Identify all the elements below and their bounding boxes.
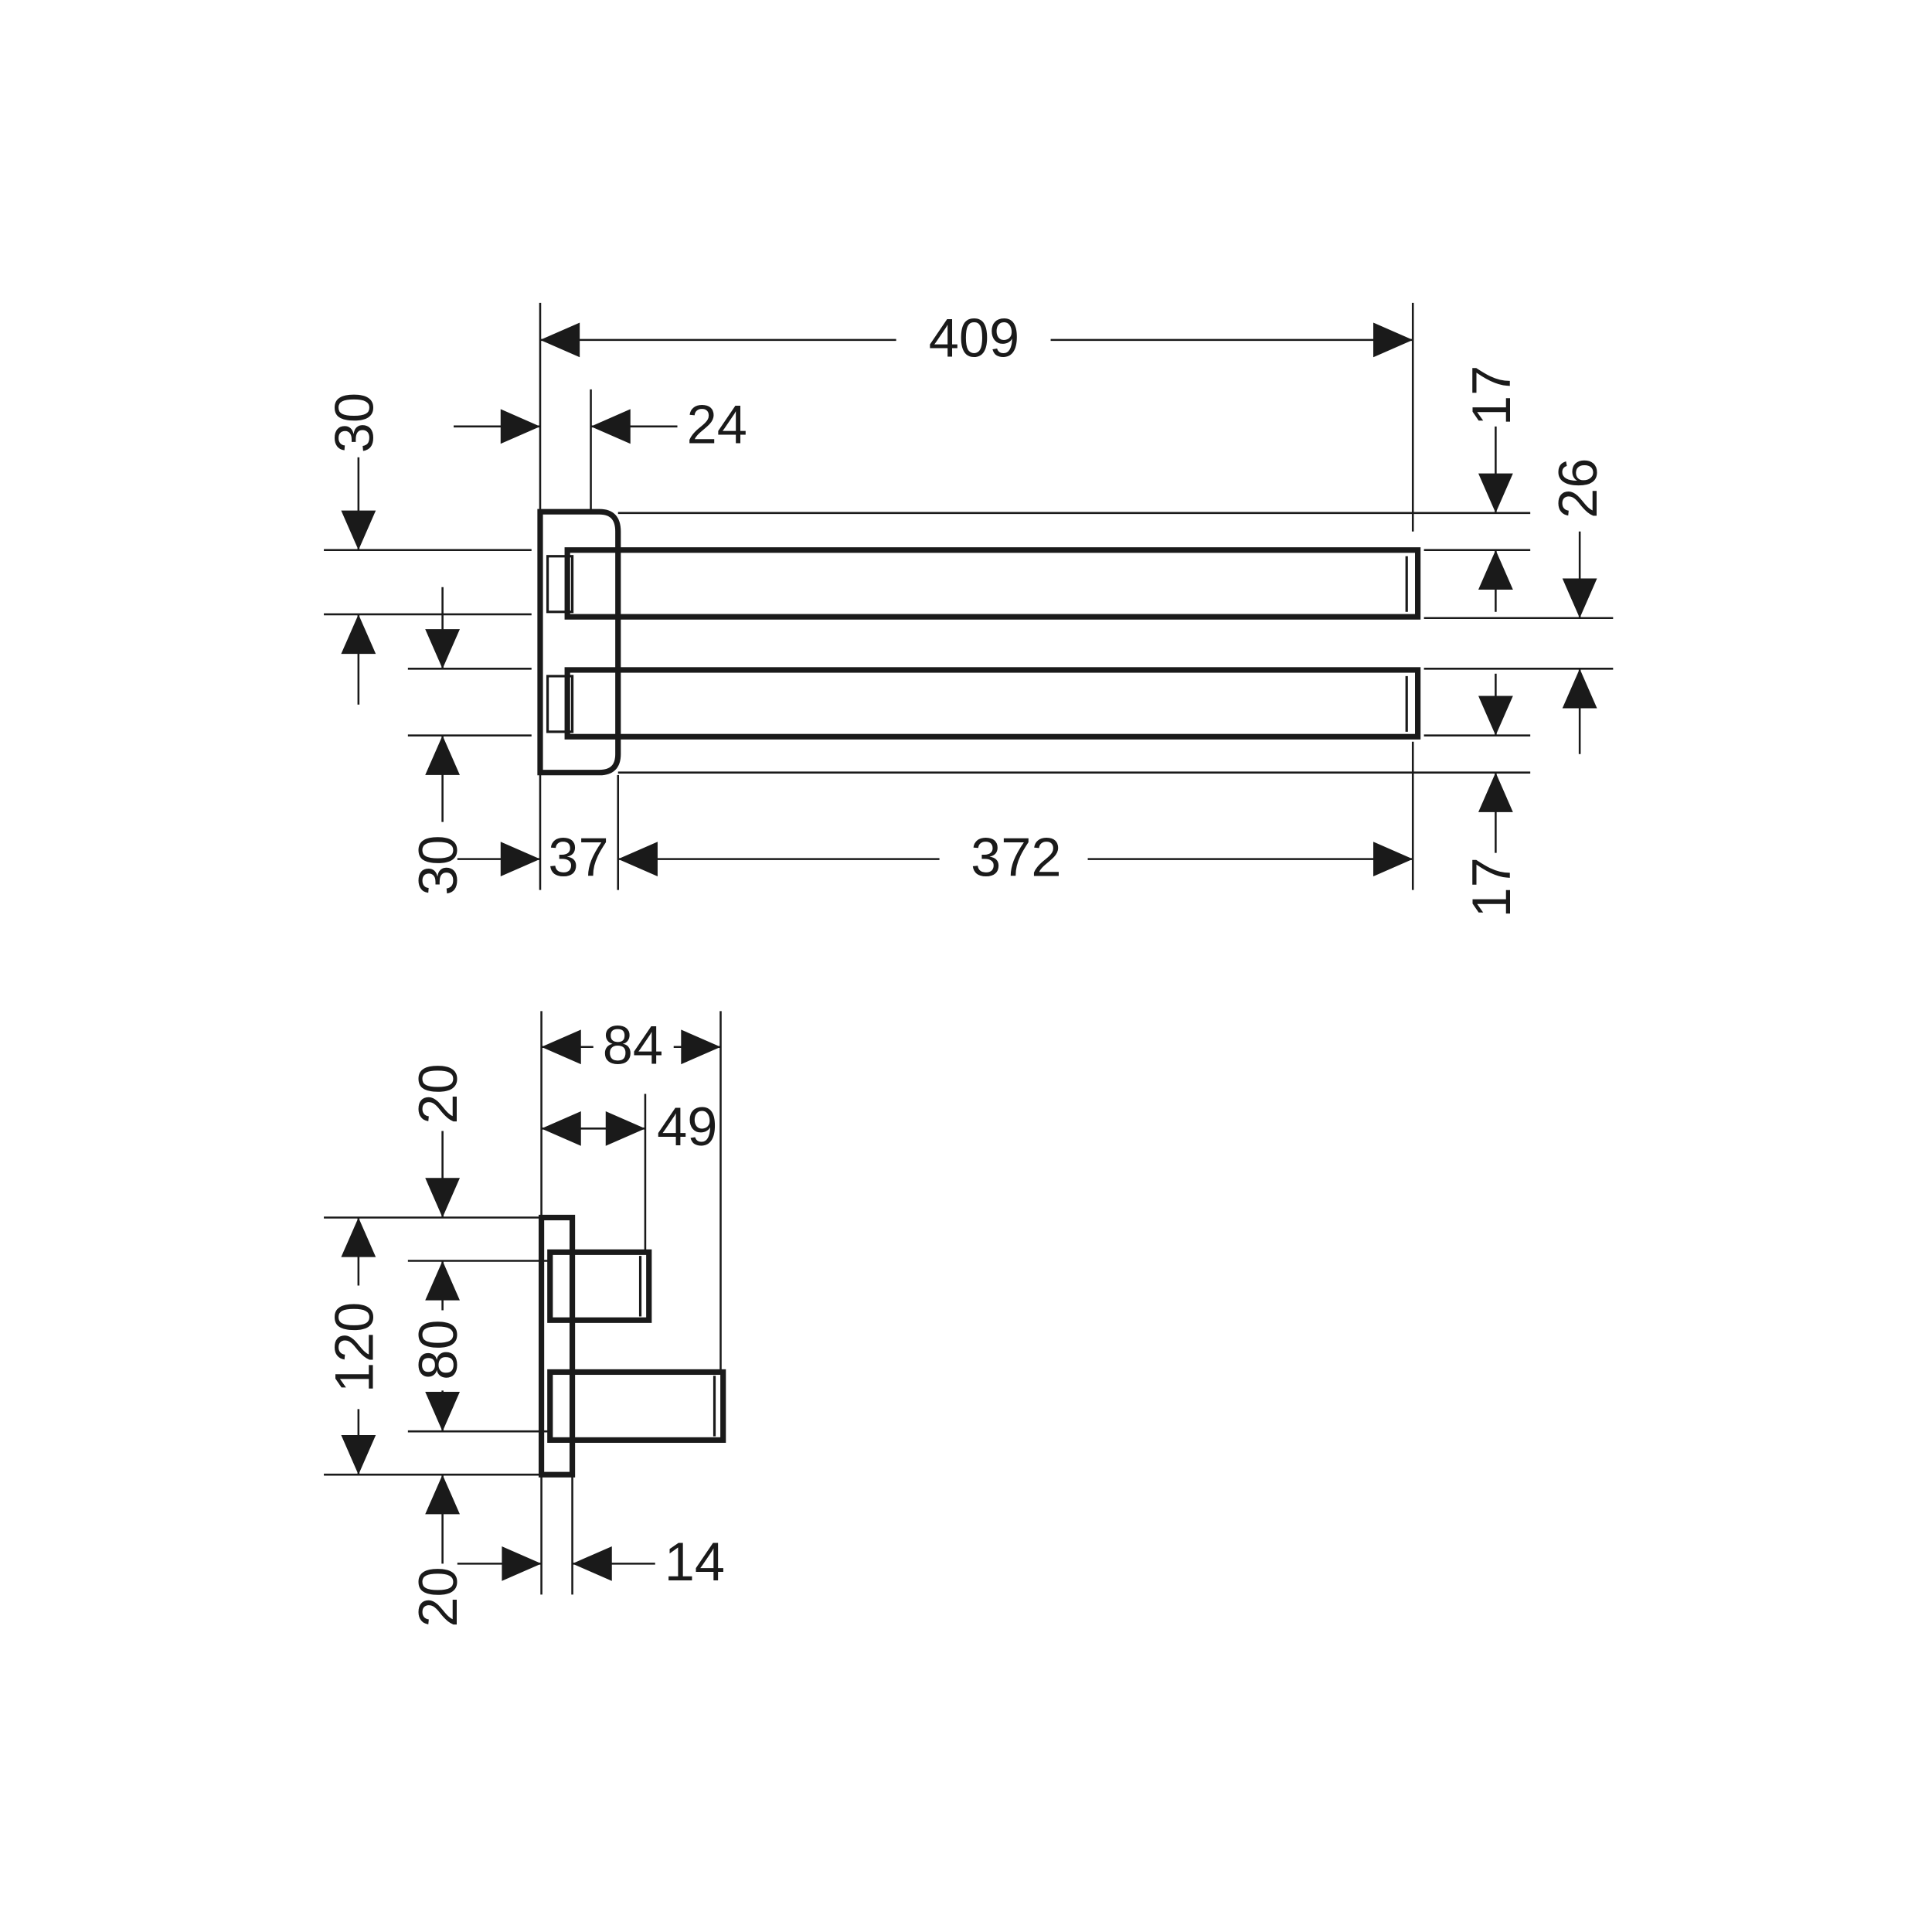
- dimension-labels: 409 24 30 30 37 372 17 26 17 84 49 20 12…: [323, 308, 1607, 1628]
- arrowhead-icon: [617, 842, 658, 877]
- arrowhead-icon: [1562, 668, 1597, 709]
- arrowhead-icon: [681, 1029, 721, 1065]
- drawing-lines: [324, 302, 1614, 1595]
- arrowhead-icon: [590, 409, 631, 444]
- arrowhead-icon: [541, 1111, 581, 1146]
- lower-pivot: [546, 675, 574, 733]
- arrowhead-icon: [1478, 772, 1513, 812]
- arrowhead-icon: [341, 1435, 376, 1475]
- arrowhead-icon: [1478, 696, 1513, 736]
- lower-towel-bar: [564, 667, 1421, 740]
- upper-arm-side: [547, 1249, 652, 1323]
- dim-plate-thickness: 14: [665, 1531, 725, 1592]
- dim-bottom-offset: 30: [407, 835, 468, 896]
- upper-towel-bar: [564, 547, 1421, 620]
- dimension-arrows: [341, 322, 1597, 1581]
- arrowhead-icon: [425, 1475, 461, 1515]
- arrowhead-icon: [572, 1546, 612, 1581]
- dim-top-gap: 17: [1461, 366, 1522, 426]
- upper-pivot: [546, 555, 574, 614]
- arrowhead-icon: [1478, 549, 1513, 590]
- arrowhead-icon: [341, 1217, 376, 1257]
- dim-height: 120: [323, 1302, 384, 1393]
- dim-top-offset: 30: [323, 393, 384, 453]
- dim-hole-spacing: 80: [407, 1320, 468, 1380]
- dim-side-bottom-offset: 20: [407, 1566, 468, 1627]
- dim-bar-spacing: 26: [1547, 458, 1608, 519]
- dim-overall-length: 409: [929, 308, 1019, 369]
- arrowhead-icon: [341, 510, 376, 550]
- arrowhead-icon: [1373, 322, 1413, 358]
- dim-total-depth: 84: [603, 1015, 663, 1076]
- arrowhead-icon: [502, 1546, 542, 1581]
- arrowhead-icon: [541, 1029, 581, 1065]
- arrowhead-icon: [500, 842, 540, 877]
- lower-arm-side: [547, 1369, 726, 1444]
- dim-bottom-gap: 17: [1461, 857, 1522, 917]
- arrowhead-icon: [500, 409, 540, 444]
- wall-bracket: [537, 509, 621, 776]
- arrowhead-icon: [425, 1260, 461, 1301]
- dim-mount-width: 37: [548, 826, 608, 887]
- arrowhead-icon: [425, 1392, 461, 1432]
- dim-bracket-depth: 24: [687, 394, 747, 455]
- arrowhead-icon: [1562, 578, 1597, 618]
- arrowhead-icon: [425, 629, 461, 669]
- dim-arm-length: 372: [971, 826, 1061, 887]
- arrowhead-icon: [1478, 473, 1513, 513]
- arrowhead-icon: [425, 735, 461, 775]
- arrowhead-icon: [539, 322, 580, 358]
- dim-side-top-offset: 20: [407, 1063, 468, 1124]
- arrowhead-icon: [341, 614, 376, 655]
- arrowhead-icon: [425, 1178, 461, 1218]
- arrowhead-icon: [605, 1111, 645, 1146]
- dim-arm-depth: 49: [657, 1096, 717, 1157]
- wall-plate: [538, 1214, 576, 1478]
- arrowhead-icon: [1373, 842, 1413, 877]
